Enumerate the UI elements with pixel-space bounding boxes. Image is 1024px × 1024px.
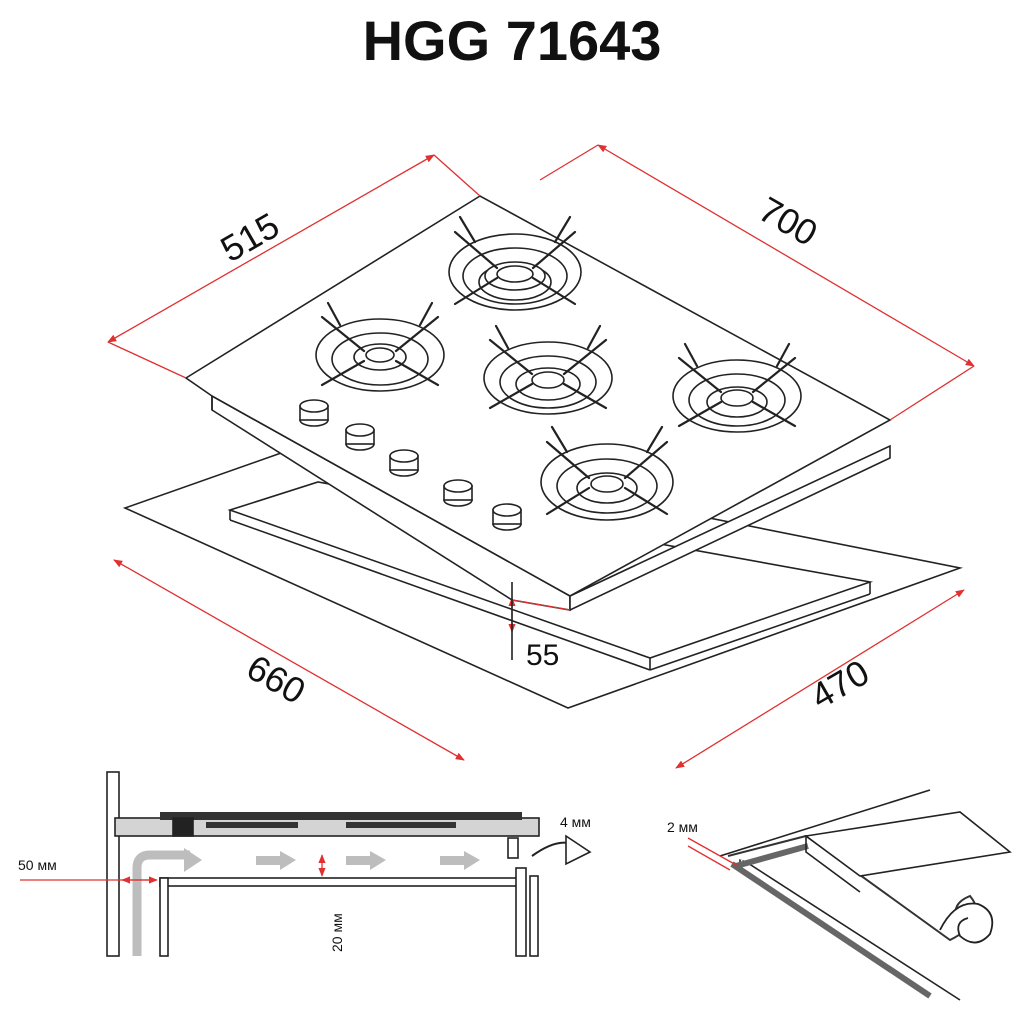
dimension-470: 470 xyxy=(803,651,876,717)
control-knobs xyxy=(299,399,522,531)
dimension-660: 660 xyxy=(240,646,313,712)
label-4mm: 4 мм xyxy=(560,814,591,830)
label-20mm: 20 мм xyxy=(329,913,345,952)
installation-section xyxy=(20,771,592,957)
dimension-55: 55 xyxy=(526,639,559,672)
dimension-515: 515 xyxy=(213,204,286,270)
burner-right xyxy=(672,342,802,433)
burner-center xyxy=(483,324,613,415)
label-50mm: 50 мм xyxy=(18,857,57,873)
label-2mm: 2 мм xyxy=(667,819,698,835)
burner-front xyxy=(540,425,674,521)
dimension-lines xyxy=(107,144,975,769)
burner-back xyxy=(448,215,582,311)
dimension-700: 700 xyxy=(752,188,825,254)
model-title: HGG 71643 xyxy=(363,9,662,72)
seal-detail xyxy=(687,789,1012,1001)
